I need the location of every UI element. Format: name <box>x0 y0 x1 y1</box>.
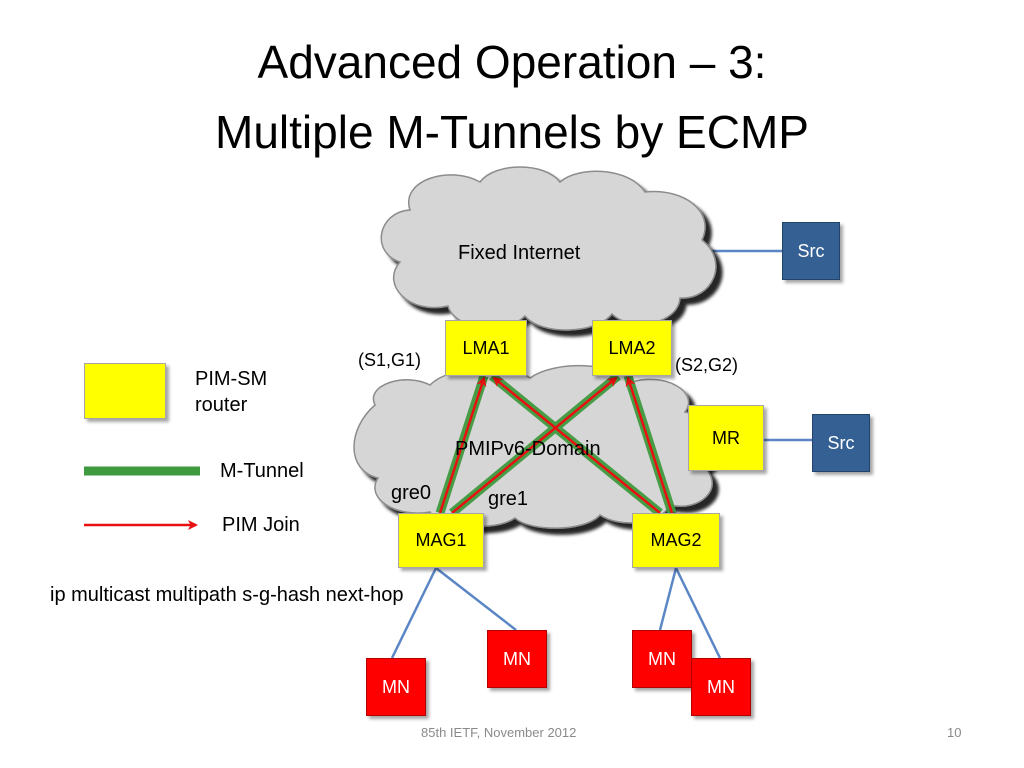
mr-router: MR <box>688 405 764 471</box>
footer-text: 85th IETF, November 2012 <box>421 725 577 740</box>
pim-join-arrows <box>438 376 674 514</box>
mn-node-1: MN <box>366 658 426 716</box>
join-mag1-lma2 <box>451 376 618 514</box>
legend-router-swatch <box>84 363 166 419</box>
page-number: 10 <box>947 725 962 740</box>
src-right-node: Src <box>812 414 870 472</box>
legend-pim-join-label: PIM Join <box>222 514 300 536</box>
link-mag2-mn4 <box>674 567 722 659</box>
command-text: ip multicast multipath s-g-hash next-hop <box>50 584 404 606</box>
legend-m-tunnel-label: M-Tunnel <box>220 460 304 482</box>
gre0-label: gre0 <box>391 482 432 504</box>
src-top-node: Src <box>782 222 840 280</box>
mag1-router: MAG1 <box>398 513 484 568</box>
join-mag2-lma2 <box>625 376 674 514</box>
link-mag1-mn2 <box>435 567 517 631</box>
mn-node-4: MN <box>691 658 751 716</box>
legend-pim-sm-label: PIM-SM router <box>195 366 267 418</box>
pmipv6-domain-label: PMIPv6-Domain <box>455 438 601 460</box>
link-mag1-mn1 <box>390 567 438 659</box>
join-mag1-lma1 <box>438 376 487 514</box>
fixed-internet-label: Fixed Internet <box>458 242 581 264</box>
lma1-router: LMA1 <box>445 320 527 376</box>
mn-node-3: MN <box>632 630 692 688</box>
lma2-router: LMA2 <box>592 320 672 376</box>
gre1-label: gre1 <box>488 488 529 510</box>
s1g1-label: (S1,G1) <box>358 350 422 370</box>
fixed-internet-cloud <box>380 166 717 331</box>
slide-title-line2: Multiple M-Tunnels by ECMP <box>215 106 809 158</box>
legend-pim-sm-line1: PIM-SM <box>195 368 268 390</box>
legend-pim-sm-line2: router <box>195 394 248 416</box>
link-mag2-mn3 <box>658 567 678 631</box>
slide-title-line1: Advanced Operation – 3: <box>257 36 767 88</box>
s2g2-label: (S2,G2) <box>675 355 739 375</box>
mn-node-2: MN <box>487 630 547 688</box>
mag2-router: MAG2 <box>632 513 720 568</box>
join-mag2-lma1 <box>492 376 661 514</box>
